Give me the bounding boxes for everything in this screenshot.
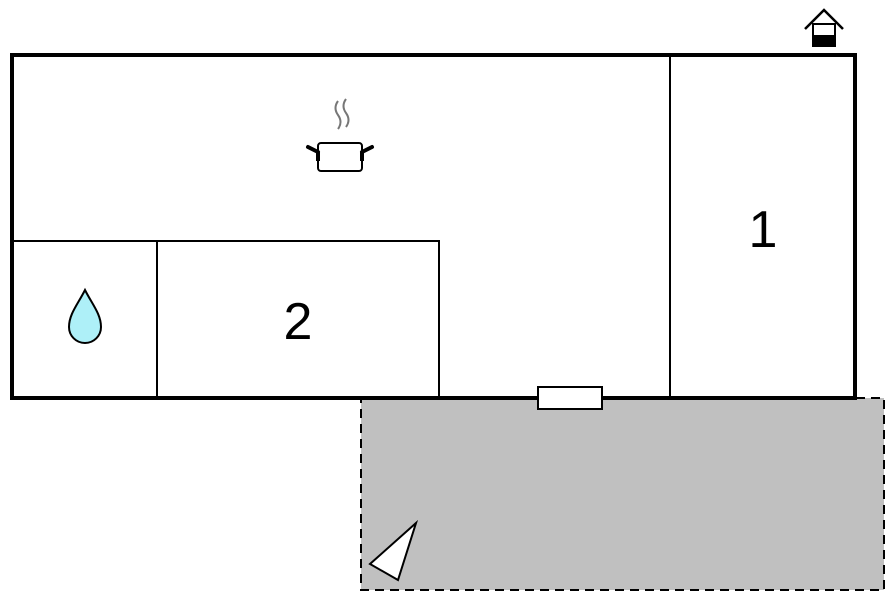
entrance-door-icon (537, 386, 603, 410)
room-label-2: 2 (284, 293, 313, 351)
room-label-1: 1 (749, 201, 778, 259)
water-drop-icon (67, 287, 103, 344)
building-outline (10, 53, 857, 400)
terrace-area (360, 397, 885, 591)
terrace-sail-icon (368, 519, 419, 582)
cooking-pot-icon (306, 98, 374, 172)
house-entrance-icon (804, 8, 844, 47)
